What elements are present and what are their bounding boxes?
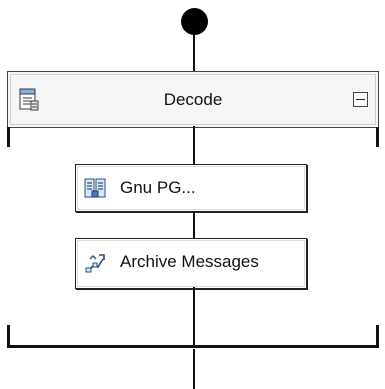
archive-component-border <box>77 240 305 287</box>
gnupg-component[interactable]: Gnu PG... <box>75 164 307 212</box>
connector-archive-to-stage-end <box>193 287 195 345</box>
gnupg-component-border <box>77 166 305 210</box>
stage-header[interactable]: Decode <box>7 71 379 128</box>
connector-gnupg-to-archive <box>193 211 195 238</box>
gnupg-label: Gnu PG... <box>120 178 196 197</box>
stage-header-border <box>10 74 376 125</box>
pipeline-stage-icon <box>19 88 39 111</box>
connector-start-to-stage <box>193 34 195 71</box>
stage-left-border <box>7 127 10 147</box>
connector-stage-to-gnupg <box>193 126 195 164</box>
stage-title: Decode <box>163 90 223 109</box>
stage-right-bottom-border <box>376 325 379 347</box>
start-node <box>181 8 208 35</box>
stage-right-border <box>376 127 379 147</box>
archive-messages-label: Archive Messages <box>120 252 259 271</box>
stage-bottom-border <box>7 345 379 348</box>
decode-stage[interactable]: Decode <box>7 71 379 349</box>
stage-left-bottom-border <box>7 325 10 347</box>
collapse-icon[interactable] <box>353 92 368 107</box>
archive-messages-component[interactable]: Archive Messages <box>75 238 307 289</box>
connector-stage-to-end <box>193 349 195 389</box>
archive-component-icon <box>85 254 105 273</box>
gnupg-component-icon <box>84 178 106 198</box>
